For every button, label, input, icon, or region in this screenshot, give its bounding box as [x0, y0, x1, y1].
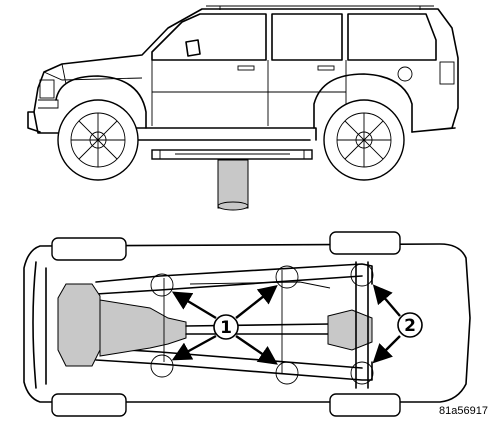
callout-2-label: 2: [404, 316, 416, 336]
underbody-outline: [23, 243, 471, 403]
lift-point-mid-left: [275, 265, 299, 289]
vehicle-side-view: [27, 5, 459, 211]
callout-1: 1: [213, 314, 239, 340]
figure-code: 81a56917: [439, 405, 488, 417]
lift-point-front-left: [150, 273, 174, 297]
vehicle-body-outline: [33, 8, 459, 141]
front-wheel: [57, 99, 139, 181]
lift-point-mid-right: [275, 361, 299, 385]
vehicle-underside-view: 1 2: [23, 231, 471, 417]
rear-wheel: [323, 99, 405, 181]
callout-1-arrows: [171, 285, 278, 365]
callout-2-arrows: [372, 284, 401, 364]
lift-post: [151, 149, 313, 211]
callout-2: 2: [397, 312, 423, 338]
lift-point-circles: [150, 263, 374, 385]
lift-point-rear-right: [350, 361, 374, 385]
lift-point-front-right: [150, 354, 174, 378]
frame-rail-lower: [95, 347, 373, 381]
callout-1-label: 1: [220, 318, 232, 338]
frame-rail-upper: [95, 263, 373, 295]
lift-point-rear-left: [350, 263, 374, 287]
